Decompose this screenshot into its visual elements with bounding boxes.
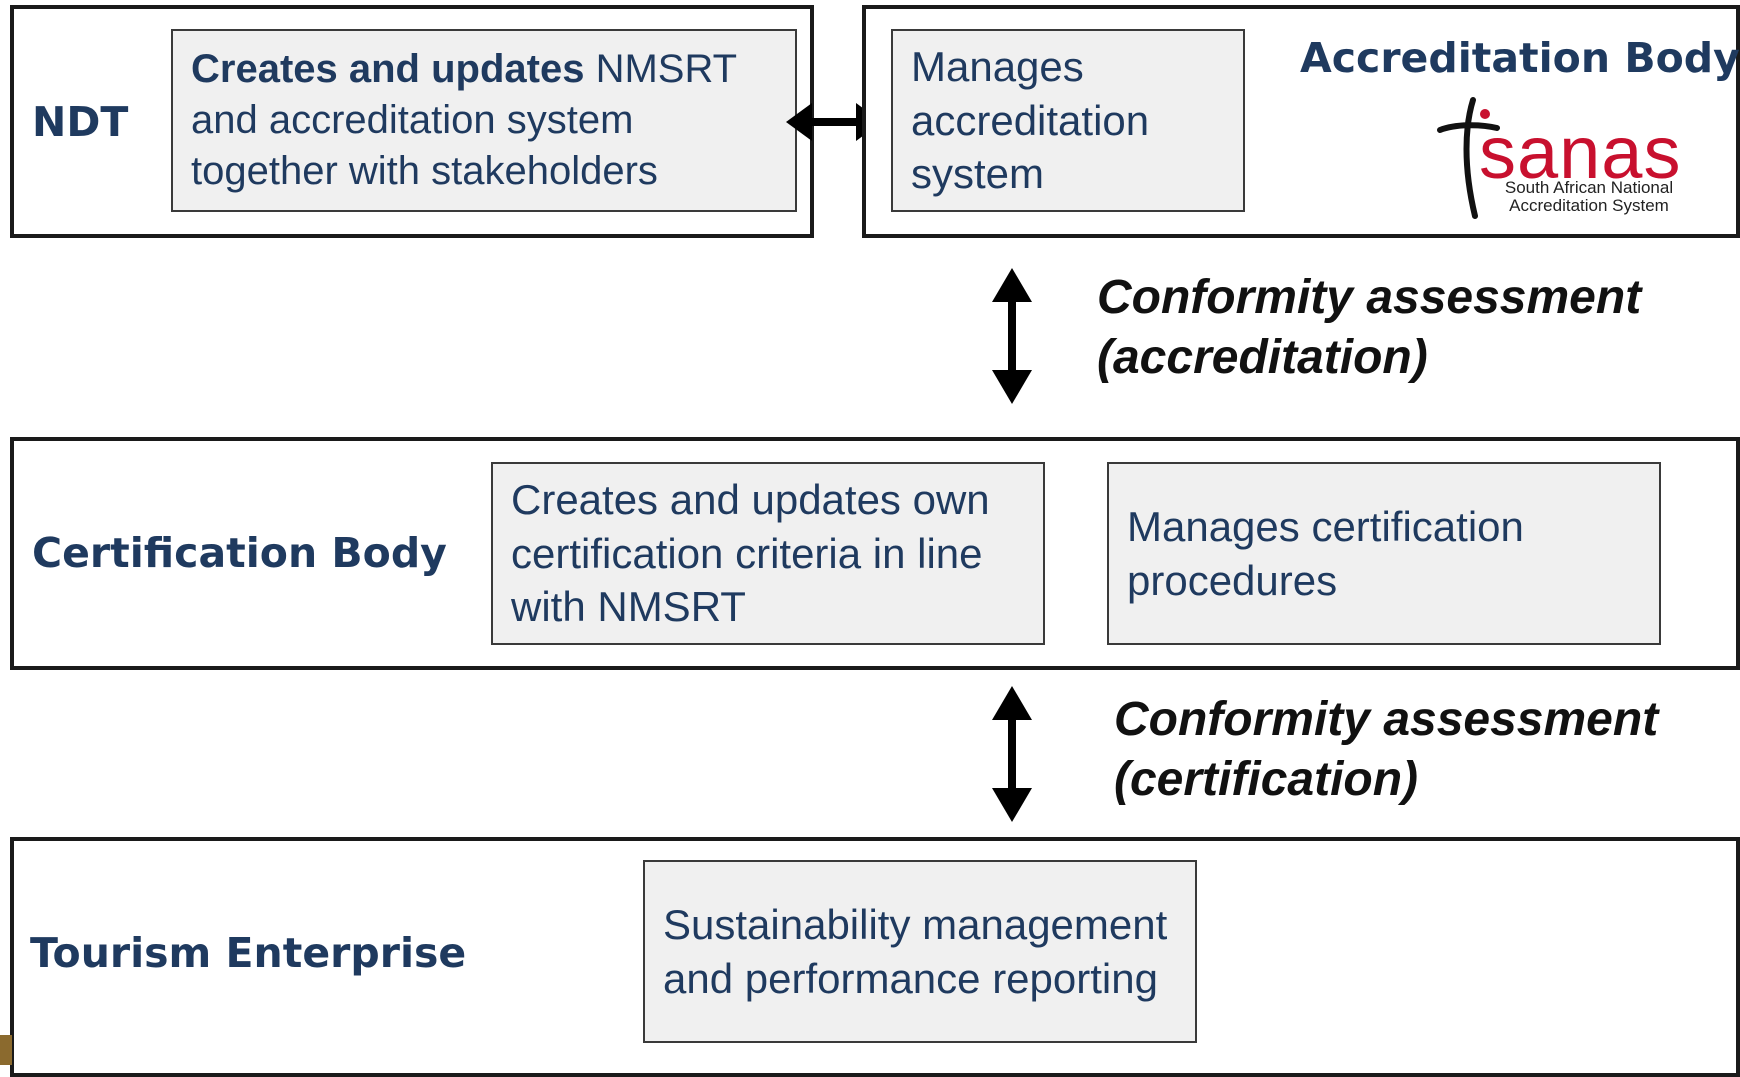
accreditation-role-text: Manages accreditation system bbox=[911, 42, 1150, 198]
certification-body-title: Certification Body bbox=[32, 529, 447, 577]
ndt-role-rest: NMSRT and accreditation system together … bbox=[191, 46, 737, 194]
sanas-tagline-line1: South African National bbox=[1504, 178, 1674, 197]
certification-flow-line1: Conformity assessment bbox=[1114, 693, 1659, 746]
accreditation-flow-label: Conformity assessment (accreditation) bbox=[1097, 268, 1641, 388]
sanas-figure-icon bbox=[1437, 97, 1500, 219]
sanas-logo: sanas South African National Accreditati… bbox=[1435, 96, 1695, 221]
sanas-wordmark: sanas bbox=[1479, 111, 1682, 194]
certification-procedures-box: Manages certification procedures bbox=[1107, 462, 1661, 645]
tourism-enterprise-title: Tourism Enterprise bbox=[30, 929, 467, 977]
certification-criteria-text: Creates and updates own certification cr… bbox=[511, 475, 990, 631]
certification-criteria-box: Creates and updates own certification cr… bbox=[491, 462, 1045, 645]
ndt-role-box: Creates and updates NMSRT and accreditat… bbox=[171, 29, 797, 212]
ndt-role-bold: Creates and updates bbox=[191, 46, 585, 91]
certification-vertical-arrow bbox=[992, 686, 1032, 822]
accreditation-flow-line1: Conformity assessment bbox=[1097, 271, 1642, 324]
certification-flow-line2: (certification) bbox=[1114, 753, 1419, 806]
ndt-title: NDT bbox=[32, 98, 129, 146]
certification-flow-label: Conformity assessment (certification) bbox=[1114, 690, 1658, 810]
tourism-reporting-box: Sustainability management and performanc… bbox=[643, 860, 1197, 1043]
corner-decoration bbox=[0, 1035, 12, 1065]
certification-procedures-text: Manages certification procedures bbox=[1127, 502, 1524, 604]
sanas-tagline-line2: Accreditation System bbox=[1509, 195, 1669, 215]
accreditation-body-title: Accreditation Body bbox=[1300, 34, 1740, 82]
accreditation-role-box: Manages accreditation system bbox=[891, 29, 1245, 212]
accreditation-flow-line2: (accreditation) bbox=[1097, 331, 1428, 384]
tourism-reporting-text: Sustainability management and performanc… bbox=[663, 900, 1168, 1002]
ndt-role-text: Creates and updates NMSRT and accreditat… bbox=[191, 44, 777, 198]
sanas-tagline: South African National Accreditation Sys… bbox=[1479, 179, 1699, 215]
accreditation-vertical-arrow bbox=[992, 268, 1032, 404]
